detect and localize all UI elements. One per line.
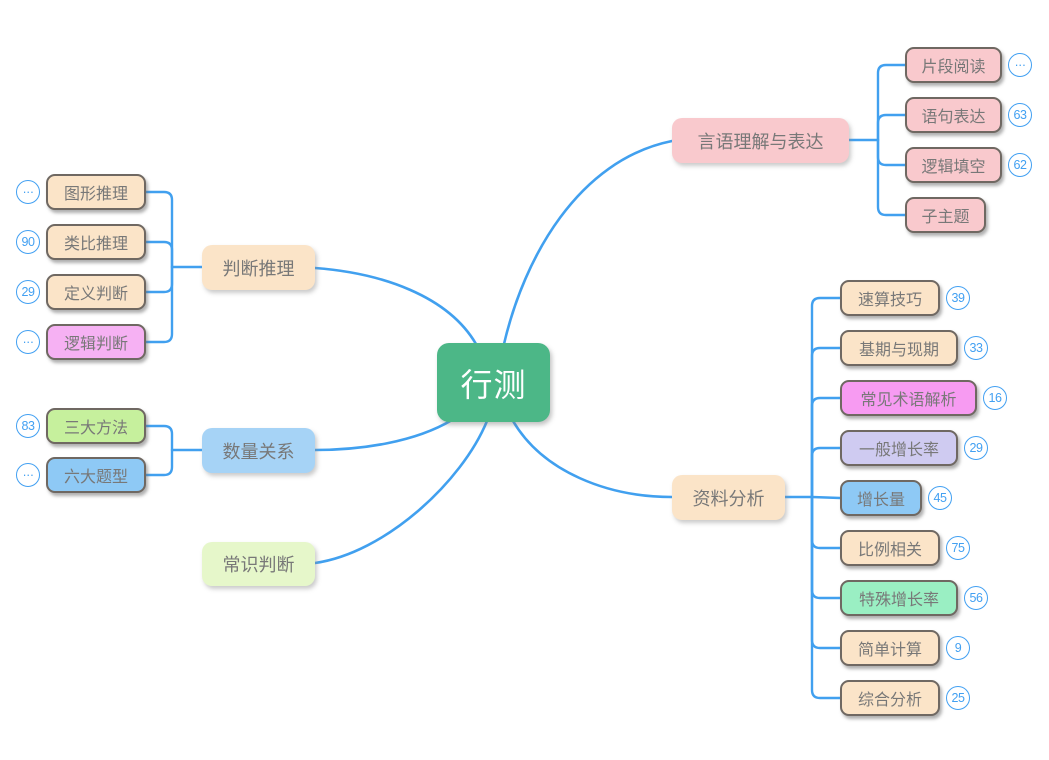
child-node-luoji-tiankong[interactable]: 逻辑填空: [905, 147, 1002, 183]
child-node-susuan-jiqiao[interactable]: 速算技巧: [840, 280, 940, 316]
branch-node-yuyan[interactable]: 言语理解与表达: [672, 118, 849, 163]
child-node-sanda-fangfa[interactable]: 三大方法: [46, 408, 146, 444]
child-node-luoji-panduan[interactable]: 逻辑判断: [46, 324, 146, 360]
count-badge[interactable]: ···: [16, 180, 40, 204]
child-node-zonghe-fenxi[interactable]: 综合分析: [840, 680, 940, 716]
child-node-dingyi-panduan[interactable]: 定义判断: [46, 274, 146, 310]
count-badge[interactable]: 29: [964, 436, 988, 460]
child-node-yuju-biaoda[interactable]: 语句表达: [905, 97, 1002, 133]
count-badge[interactable]: 29: [16, 280, 40, 304]
child-node-leibi-tuili[interactable]: 类比推理: [46, 224, 146, 260]
count-badge[interactable]: 90: [16, 230, 40, 254]
count-badge[interactable]: 39: [946, 286, 970, 310]
count-badge[interactable]: 75: [946, 536, 970, 560]
branch-node-panduan[interactable]: 判断推理: [202, 245, 315, 290]
count-badge[interactable]: ···: [16, 463, 40, 487]
child-node-pianduan-yuedu[interactable]: 片段阅读: [905, 47, 1002, 83]
count-badge[interactable]: 33: [964, 336, 988, 360]
child-node-teshu-zengzhanglv[interactable]: 特殊增长率: [840, 580, 958, 616]
count-badge[interactable]: 83: [16, 414, 40, 438]
child-node-bili-xiangguan[interactable]: 比例相关: [840, 530, 940, 566]
child-node-tuxing-tuili[interactable]: 图形推理: [46, 174, 146, 210]
child-node-yiban-zengzhanglv[interactable]: 一般增长率: [840, 430, 958, 466]
count-badge[interactable]: 63: [1008, 103, 1032, 127]
count-badge[interactable]: 62: [1008, 153, 1032, 177]
branch-node-changshi[interactable]: 常识判断: [202, 542, 315, 586]
child-node-changjian-shuyu[interactable]: 常见术语解析: [840, 380, 977, 416]
count-badge[interactable]: 45: [928, 486, 952, 510]
count-badge[interactable]: 9: [946, 636, 970, 660]
child-node-liuda-tixing[interactable]: 六大题型: [46, 457, 146, 493]
child-node-zengzhangliang[interactable]: 增长量: [840, 480, 922, 516]
branch-node-ziliao[interactable]: 资料分析: [672, 475, 785, 520]
count-badge[interactable]: ···: [16, 330, 40, 354]
child-node-jiqi-yu-xianqi[interactable]: 基期与现期: [840, 330, 958, 366]
branch-node-shuliang[interactable]: 数量关系: [202, 428, 315, 473]
count-badge[interactable]: 25: [946, 686, 970, 710]
child-node-zizhuti[interactable]: 子主题: [905, 197, 986, 233]
central-topic-node[interactable]: 行测: [437, 343, 550, 422]
child-node-jiandan-jisuan[interactable]: 简单计算: [840, 630, 940, 666]
count-badge[interactable]: 56: [964, 586, 988, 610]
count-badge[interactable]: 16: [983, 386, 1007, 410]
count-badge[interactable]: ···: [1008, 53, 1032, 77]
